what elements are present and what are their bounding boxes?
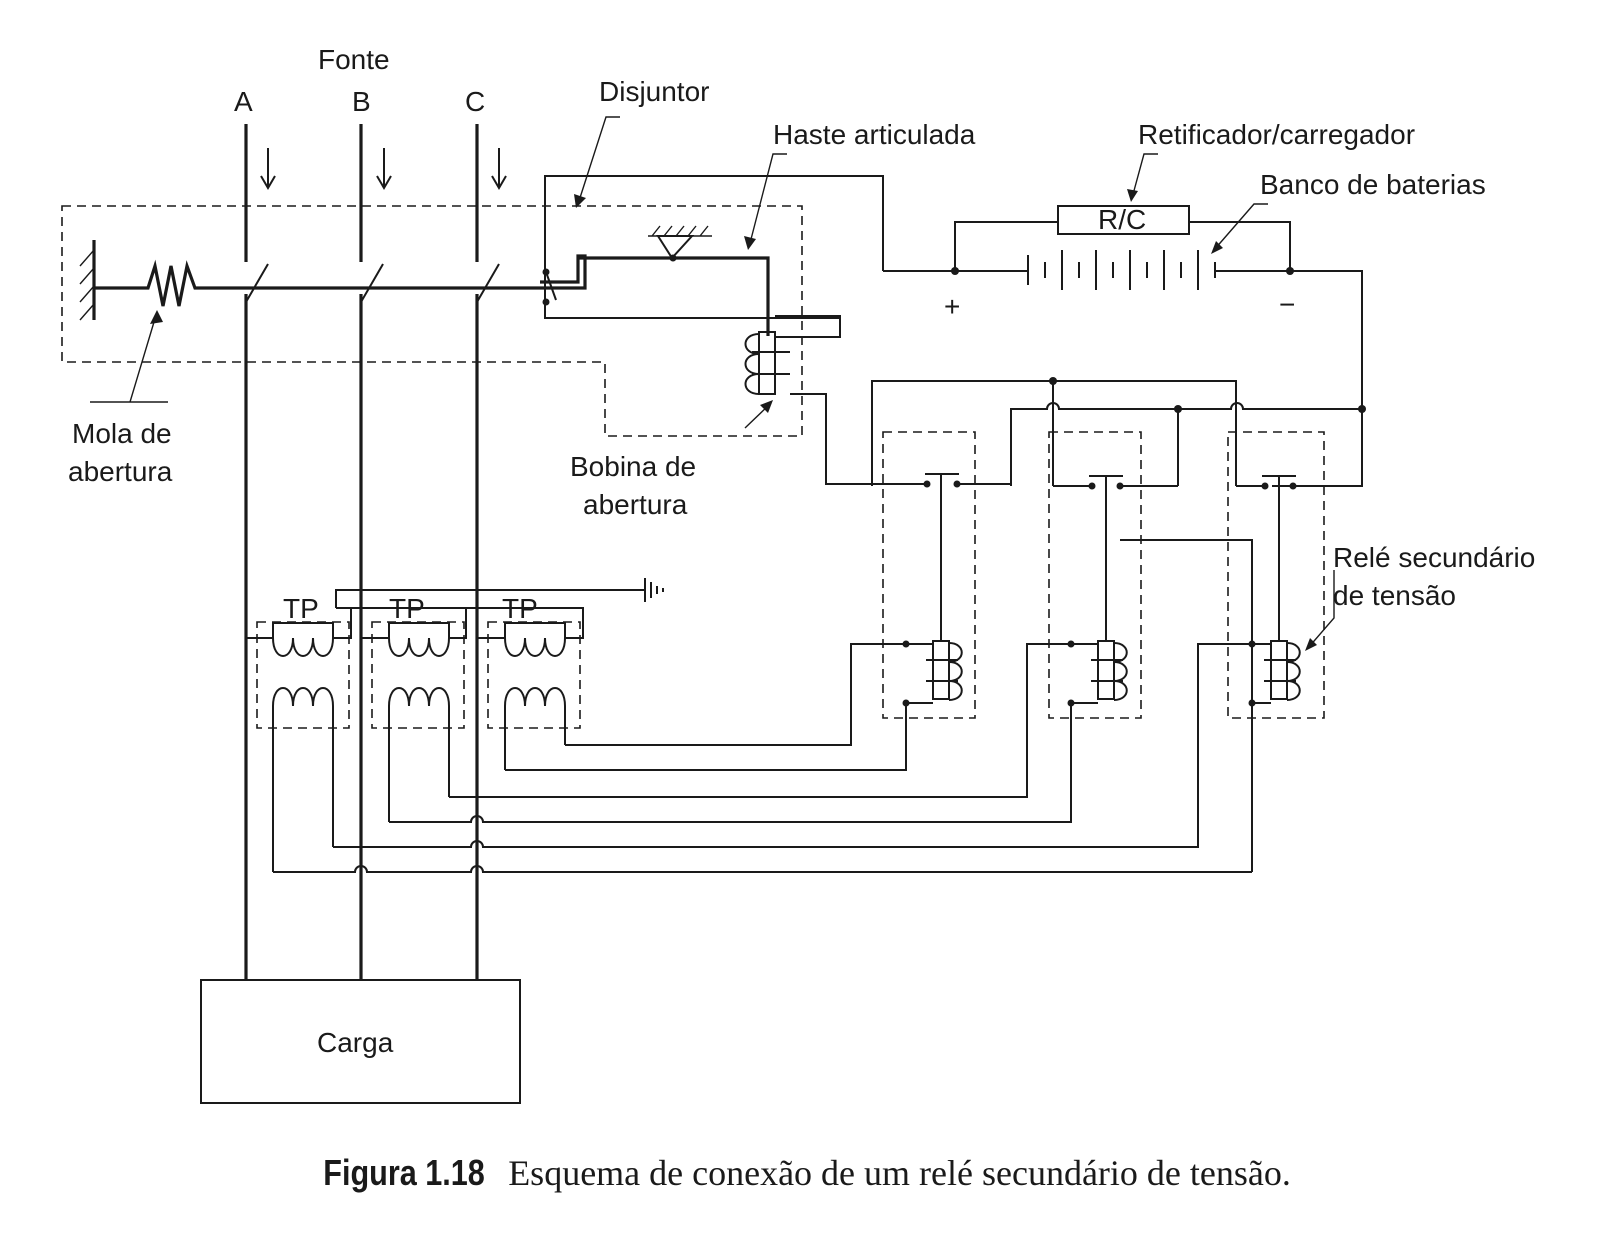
label-disjuntor: Disjuntor bbox=[599, 76, 709, 107]
potential-transformer-c: TP bbox=[466, 593, 584, 770]
battery-bank: R/C + − bbox=[944, 153, 1363, 487]
label-mola-1: Mola de bbox=[72, 418, 172, 449]
tp-secondary-wiring bbox=[273, 643, 1252, 873]
label-bobina-1: Bobina de bbox=[570, 451, 696, 482]
label-phase-b: B bbox=[352, 86, 371, 117]
opening-spring bbox=[79, 240, 587, 403]
figure-caption: Figura 1.18 Esquema de conexão de um rel… bbox=[0, 1152, 1600, 1194]
rc-label: R/C bbox=[1098, 204, 1146, 235]
voltage-relay-3 bbox=[1227, 431, 1335, 719]
battery-plus: + bbox=[944, 291, 960, 322]
breaker-enclosure bbox=[61, 205, 803, 437]
relay-contact-buses bbox=[871, 377, 1366, 487]
label-banco: Banco de baterias bbox=[1260, 169, 1486, 200]
label-mola-2: abertura bbox=[68, 456, 173, 487]
load-block: Carga bbox=[200, 979, 521, 1104]
voltage-relay-2 bbox=[1048, 431, 1253, 872]
label-fonte: Fonte bbox=[318, 44, 390, 75]
articulated-rod bbox=[578, 153, 787, 336]
potential-transformer-b: TP bbox=[336, 593, 467, 822]
voltage-relay-1 bbox=[882, 431, 976, 719]
label-rele-2: de tensão bbox=[1333, 580, 1456, 611]
label-haste: Haste articulada bbox=[773, 119, 976, 150]
label-bobina-2: abertura bbox=[583, 489, 688, 520]
flow-arrows bbox=[260, 148, 507, 190]
tp-label-a: TP bbox=[283, 593, 319, 624]
potential-transformer-a: TP bbox=[246, 593, 352, 872]
label-phase-a: A bbox=[234, 86, 253, 117]
tp-group bbox=[335, 578, 664, 608]
opening-coil bbox=[744, 315, 841, 429]
label-rele-1: Relé secundário bbox=[1333, 542, 1535, 573]
phase-lines bbox=[244, 124, 500, 980]
caption-text: Esquema de conexão de um relé secundário… bbox=[508, 1153, 1291, 1193]
load-label: Carga bbox=[317, 1027, 394, 1058]
caption-number: Figura 1.18 bbox=[323, 1152, 485, 1193]
label-phase-c: C bbox=[465, 86, 485, 117]
label-retificador: Retificador/carregador bbox=[1138, 119, 1415, 150]
battery-minus: − bbox=[1279, 289, 1295, 320]
